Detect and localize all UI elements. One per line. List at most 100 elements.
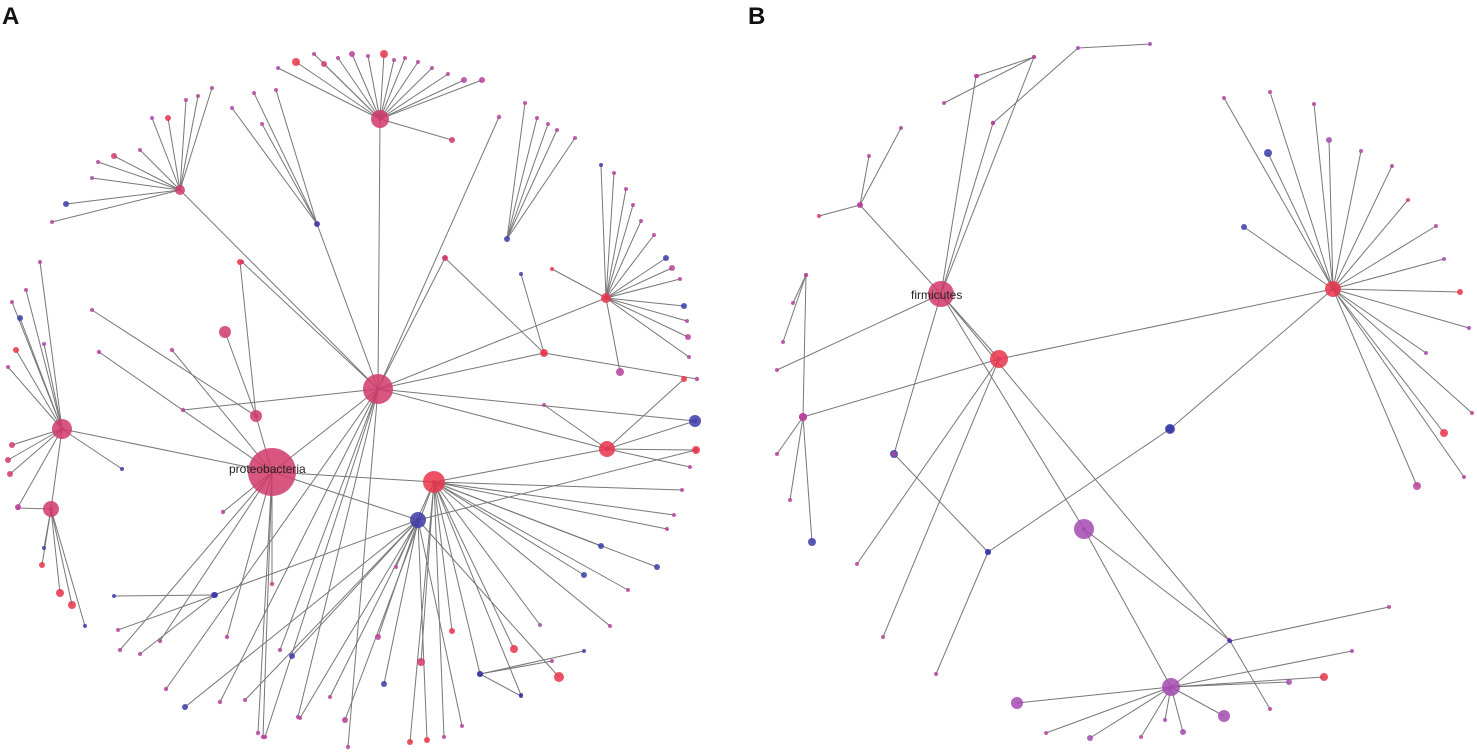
panel-a-leaf-node	[538, 623, 542, 627]
network-edge	[976, 56, 1035, 77]
network-edge	[506, 102, 526, 240]
network-edge	[600, 164, 607, 299]
network-edge	[789, 416, 804, 501]
panel-b-leaf-node	[781, 340, 785, 344]
panel-a-leaf-node	[689, 415, 701, 427]
panel-a-leaf-node	[184, 98, 188, 102]
panel-b-leaf-node	[891, 451, 897, 457]
panel-a-leaf-node	[292, 58, 300, 66]
network-edge	[316, 223, 379, 390]
panel-a-leaf-node	[403, 56, 407, 60]
panel-b-hub-node-0	[928, 281, 954, 307]
network-edge	[167, 117, 181, 191]
panel-a-leaf-node	[196, 94, 200, 98]
network-edge	[1332, 199, 1409, 290]
network-edge	[224, 331, 257, 417]
node-label-proteobacteria: proteobacteria	[229, 462, 306, 476]
panel-a-leaf-node	[210, 86, 214, 90]
network-edge	[433, 481, 683, 491]
network-edge	[506, 117, 538, 240]
panel-a-leaf-node	[555, 128, 559, 132]
panel-a-leaf-node	[375, 634, 381, 640]
network-edge	[605, 297, 690, 358]
network-panel-b: firmicutes	[775, 42, 1474, 741]
panel-b-leaf-node	[1387, 605, 1391, 609]
network-edge	[605, 204, 634, 299]
panel-a-hub-node-10	[540, 349, 548, 357]
panel-a-leaf-node	[252, 91, 256, 95]
panel-a-leaf-node	[182, 704, 188, 710]
panel-a-leaf-node	[15, 505, 21, 511]
network-edge	[1332, 165, 1393, 290]
panel-a-leaf-node	[654, 564, 660, 570]
network-edge	[1045, 686, 1172, 734]
network-edge	[802, 358, 1000, 418]
panel-b-leaf-node	[1222, 96, 1226, 100]
network-panel-a: proteobacteria	[5, 50, 701, 750]
network-edge	[1140, 686, 1172, 738]
network-edge	[377, 388, 608, 450]
network-edge	[882, 358, 1000, 638]
panel-a-leaf-node	[631, 203, 635, 207]
network-edge	[776, 293, 942, 371]
network-edge	[275, 89, 318, 225]
panel-b-hub-node-10	[1076, 46, 1080, 50]
panel-a-leaf-node	[692, 446, 700, 454]
network-edge	[859, 127, 902, 206]
network-edge	[992, 47, 1079, 124]
panel-a-hub-node-13	[212, 592, 218, 598]
panel-a-leaf-node	[42, 342, 46, 346]
panel-a-leaf-node	[694, 376, 700, 382]
network-edge	[606, 448, 697, 451]
network-edge	[893, 453, 989, 553]
network-edge	[39, 261, 63, 430]
network-edge	[383, 519, 419, 685]
network-edge	[433, 481, 658, 568]
panel-b-leaf-node	[1312, 102, 1316, 106]
network-edge	[940, 293, 1230, 641]
panel-b-leaf-node	[974, 73, 980, 79]
panel-a-leaf-node	[442, 255, 448, 261]
panel-a-leaf-node	[381, 681, 387, 687]
panel-a-leaf-node	[120, 467, 124, 471]
network-edge	[165, 388, 379, 690]
panel-a-leaf-node	[277, 647, 283, 653]
network-edge	[50, 508, 61, 594]
panel-a-leaf-node	[9, 442, 15, 448]
network-edge	[277, 67, 381, 120]
panel-a-leaf-node	[573, 136, 577, 140]
panel-b-leaf-node	[1139, 735, 1143, 739]
panel-b-hub-node-2	[1325, 281, 1341, 297]
network-edge	[433, 448, 608, 483]
network-edge	[323, 63, 381, 120]
panel-a-hub-node-2	[371, 110, 389, 128]
panel-a-leaf-node	[220, 509, 226, 515]
network-edge	[433, 481, 453, 632]
panel-a-leaf-node	[90, 308, 94, 312]
panel-a-leaf-node	[6, 365, 10, 369]
panel-a-leaf-node	[652, 233, 656, 237]
network-edge	[19, 317, 63, 430]
network-edge	[379, 79, 483, 120]
panel-letter-b: B	[748, 3, 765, 30]
network-edge	[605, 278, 681, 299]
panel-a-leaf-node	[519, 272, 523, 276]
network-edge	[9, 428, 63, 475]
network-edge	[379, 73, 449, 120]
edges-panel-b	[776, 43, 1473, 739]
network-edge	[1083, 528, 1172, 688]
panel-a-leaf-node	[219, 326, 231, 338]
network-edge	[433, 481, 541, 626]
network-edge	[51, 189, 181, 223]
network-edge	[605, 234, 655, 299]
network-edge	[329, 519, 419, 698]
panel-a-leaf-node	[50, 220, 54, 224]
network-edge	[1229, 606, 1390, 642]
network-edge	[1170, 650, 1353, 688]
network-edge	[41, 508, 52, 566]
panel-a-leaf-node	[599, 163, 603, 167]
panel-a-leaf-node	[546, 122, 550, 126]
network-edge	[379, 59, 395, 120]
network-edge	[433, 481, 629, 591]
